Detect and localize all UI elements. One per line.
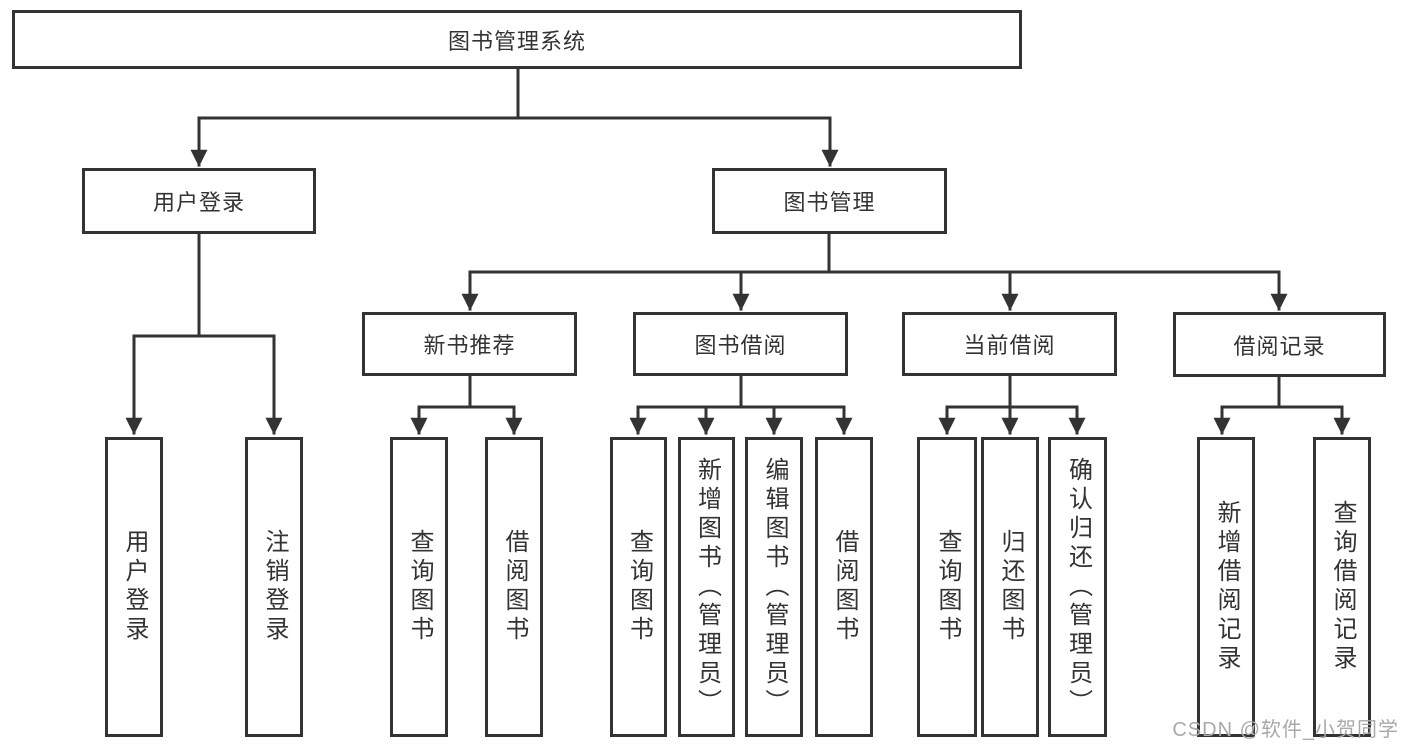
node-label: 图书借阅 bbox=[694, 333, 787, 358]
leaf-borrowing-query-books: 查询图书 bbox=[610, 437, 667, 737]
node-book-management: 图书管理 bbox=[712, 168, 947, 234]
node-label: 借阅图书 bbox=[501, 529, 528, 645]
node-label: 借阅记录 bbox=[1233, 333, 1326, 359]
node-label: 用户登录 bbox=[121, 529, 148, 645]
node-label: 确认归还（管理员） bbox=[1064, 456, 1092, 718]
leaf-borrowing-edit-books-admin: 编辑图书（管理员） bbox=[745, 437, 803, 737]
node-label: 归还图书 bbox=[997, 529, 1024, 645]
leaf-current-confirm-return-admin: 确认归还（管理员） bbox=[1048, 437, 1107, 737]
leaf-current-query-books: 查询图书 bbox=[917, 437, 977, 737]
node-label: 新增图书（管理员） bbox=[693, 456, 721, 718]
node-label: 查询借阅记录 bbox=[1329, 500, 1356, 674]
node-label: 图书管理 bbox=[783, 190, 876, 215]
node-label: 查询图书 bbox=[934, 529, 961, 645]
node-label: 新增借阅记录 bbox=[1213, 500, 1240, 674]
node-book-borrowing: 图书借阅 bbox=[633, 312, 848, 376]
node-label: 当前借阅 bbox=[963, 333, 1056, 358]
node-new-book-recommendation: 新书推荐 bbox=[362, 312, 577, 376]
node-label: 编辑图书（管理员） bbox=[761, 456, 788, 718]
node-label: 注销登录 bbox=[261, 529, 288, 645]
node-label: 查询图书 bbox=[625, 529, 653, 645]
leaf-newbooks-query-books: 查询图书 bbox=[390, 437, 448, 737]
node-borrowing-records: 借阅记录 bbox=[1173, 312, 1386, 377]
leaf-newbooks-borrow-books: 借阅图书 bbox=[485, 437, 543, 737]
node-current-borrowing: 当前借阅 bbox=[902, 312, 1117, 376]
node-label: 借阅图书 bbox=[831, 529, 858, 645]
node-label: 图书管理系统 bbox=[447, 28, 586, 54]
node-label: 新书推荐 bbox=[423, 333, 516, 358]
leaf-borrowing-borrow-books: 借阅图书 bbox=[815, 437, 873, 737]
leaf-logout: 注销登录 bbox=[245, 437, 303, 737]
leaf-current-return-books: 归还图书 bbox=[981, 437, 1039, 737]
node-user-login: 用户登录 bbox=[82, 168, 316, 234]
node-book-management-system: 图书管理系统 bbox=[12, 10, 1022, 69]
leaf-user-login: 用户登录 bbox=[105, 437, 163, 737]
leaf-records-add-borrow-record: 新增借阅记录 bbox=[1197, 437, 1255, 737]
node-label: 用户登录 bbox=[152, 190, 245, 215]
node-label: 查询图书 bbox=[406, 529, 433, 645]
leaf-borrowing-add-books-admin: 新增图书（管理员） bbox=[678, 437, 735, 737]
leaf-records-query-borrow-record: 查询借阅记录 bbox=[1313, 437, 1371, 737]
watermark: CSDN @软件_小贺同学 bbox=[1172, 719, 1399, 741]
